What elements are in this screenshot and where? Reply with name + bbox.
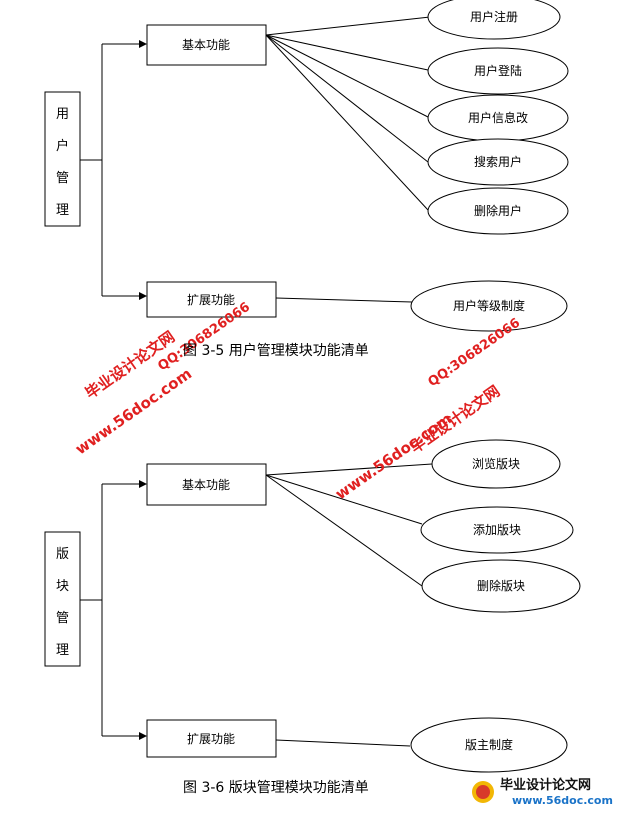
feature-label: 用户信息改 [468,110,528,125]
diagram-user-management: 用 户 管 理 基本功能 扩展功能 用户注册 用户登陆 用户信息改 搜索用户 删… [44,0,569,332]
feature-label: 浏览版块 [472,456,520,471]
connector [265,16,431,36]
root-node-char: 理 [56,643,69,658]
connector [275,297,413,303]
connector [265,463,433,476]
connector [265,474,423,587]
connector [265,34,429,211]
logo-name: 毕业设计论文网 [500,777,591,793]
root-node-char: 管 [56,171,69,186]
feature-label: 删除版块 [477,578,525,593]
feature-node [410,717,568,773]
extended-function-box [146,281,277,318]
feature-label: 搜索用户 [474,154,522,169]
feature-label: 用户登陆 [474,63,522,78]
basic-function-box [146,24,267,66]
arrow-head [139,480,147,488]
feature-node [427,187,569,235]
feature-label: 版主制度 [465,737,513,752]
feature-node [410,280,568,332]
extended-function-label: 扩展功能 [187,732,235,746]
feature-node [427,138,569,186]
arrow-head [139,732,147,740]
diagram-board-management: 版 块 管 理 基本功能 扩展功能 浏览版块 添加版块 删除版块 版主制度 [44,439,581,773]
feature-node [427,0,561,40]
basic-function-box [146,463,267,506]
root-node-char: 块 [56,579,69,594]
root-node-box [44,531,81,667]
feature-label: 添加版块 [473,523,521,537]
root-node-char: 用 [56,107,69,122]
arrow-head [139,292,147,300]
root-node-char: 管 [56,611,69,626]
feature-node [427,47,569,95]
feature-label: 用户注册 [470,9,518,24]
extended-function-label: 扩展功能 [187,293,235,307]
connector [265,474,423,525]
site-logo: 毕业设计论文网 www.56doc.com [470,775,620,809]
basic-function-label: 基本功能 [182,478,230,492]
watermark-site: www.56doc.com [72,365,195,459]
root-node-char: 户 [56,138,69,154]
feature-label: 删除用户 [474,203,522,218]
connector [265,34,429,118]
connector [265,34,429,71]
feature-node [421,559,581,613]
feature-node [431,439,561,489]
feature-label: 用户等级制度 [453,298,525,313]
figure-caption-2: 图 3-6 版块管理模块功能清单 [183,780,369,796]
root-node-char: 版 [56,547,69,562]
feature-node [420,506,574,554]
extended-function-box [146,719,277,758]
root-node-char: 理 [56,203,69,218]
logo-site: www.56doc.com [512,794,613,807]
connector [275,739,411,747]
arrow-head [139,40,147,48]
basic-function-label: 基本功能 [182,38,230,52]
figure-caption-1: 图 3-5 用户管理模块功能清单 [183,343,369,359]
connector [265,34,429,163]
root-node-box [44,91,81,227]
